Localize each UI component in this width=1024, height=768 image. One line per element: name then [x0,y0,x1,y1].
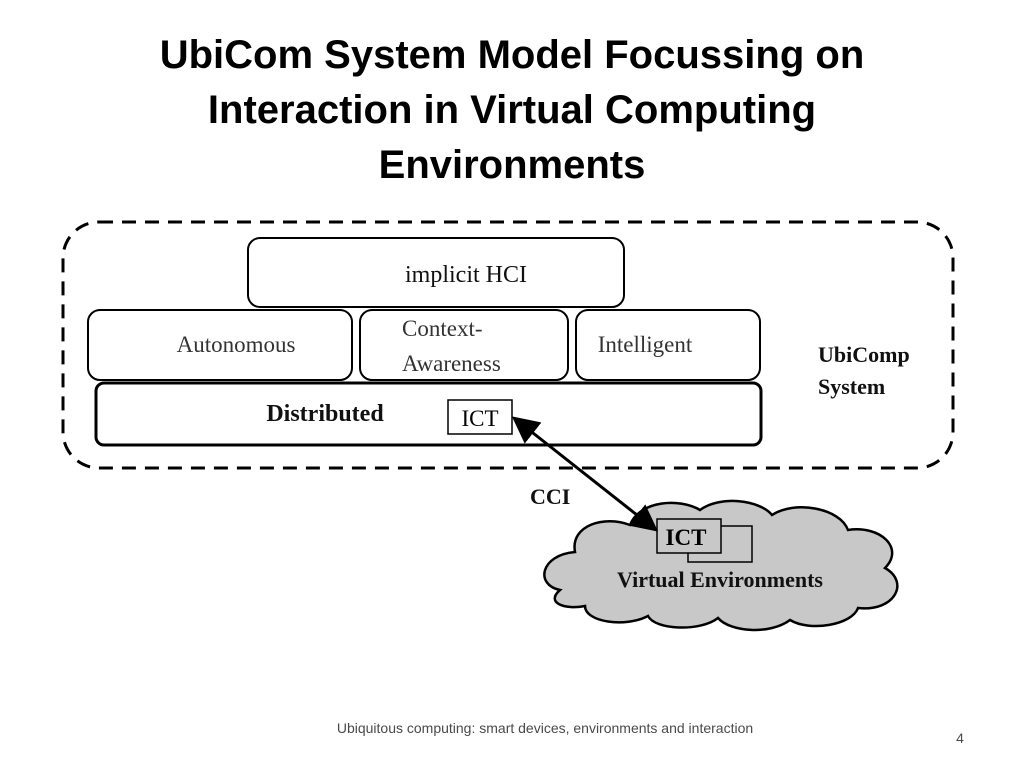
slide-footer: Ubiquitous computing: smart devices, env… [336,720,754,736]
context-awareness-label-line2: Awareness [402,351,501,376]
ict-virtual-label: ICT [666,525,707,550]
cci-label: CCI [530,484,570,509]
ict-local-label: ICT [461,406,498,431]
context-awareness-label-line1: Context- [402,316,483,341]
intelligent-label: Intelligent [598,332,693,357]
implicit-hci-label: implicit HCI [405,262,527,288]
virtual-environments-label: Virtual Environments [617,567,823,592]
distributed-label: Distributed [266,401,384,427]
implicit-hci-box [247,237,625,308]
ict-virtual-box [656,518,722,554]
cci-link-arrow [511,416,659,532]
intelligent-box [575,309,761,381]
distributed-box [94,381,763,447]
slide-number: 4 [956,730,964,746]
ict-local-box [447,399,513,435]
slide-title: UbiCom System Model Focussing on Interac… [159,33,865,187]
ubicomp-system-label-line2: System [818,374,885,399]
ubicomp-system-label-line1: UbiComp [818,342,910,367]
context-awareness-box [359,309,569,381]
autonomous-label: Autonomous [177,332,296,357]
autonomous-box [87,309,353,381]
